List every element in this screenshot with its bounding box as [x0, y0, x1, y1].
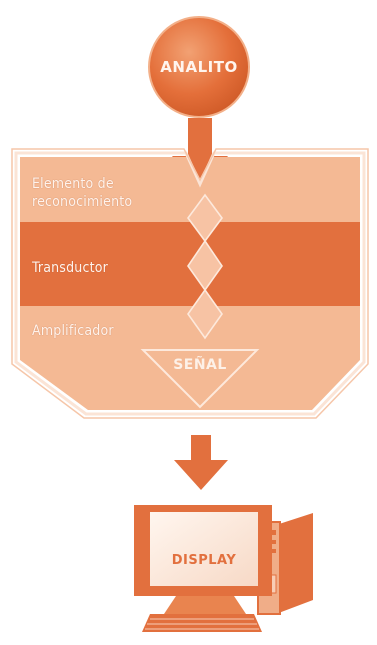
sensor-frame [14, 151, 366, 416]
recognition-label-line1: Elemento de [32, 176, 114, 192]
display-label: DISPLAY [171, 553, 237, 568]
amplifier-label: Amplificador [32, 323, 114, 339]
transducer-label: Transductor [32, 260, 108, 276]
signal-arrow [140, 349, 260, 409]
analyte-circle [148, 16, 250, 118]
recognition-layer [20, 157, 360, 222]
signal-label: SEÑAL [173, 357, 227, 373]
arrow-down-icon [174, 435, 228, 490]
analyte-label: ANALITO [160, 58, 238, 76]
keyboard-icon [142, 614, 262, 632]
monitor-icon [134, 505, 272, 614]
recognition-label: Elemento de reconocimiento [32, 175, 132, 211]
signal-path [187, 193, 223, 340]
recognition-label-line2: reconocimiento [32, 194, 133, 210]
